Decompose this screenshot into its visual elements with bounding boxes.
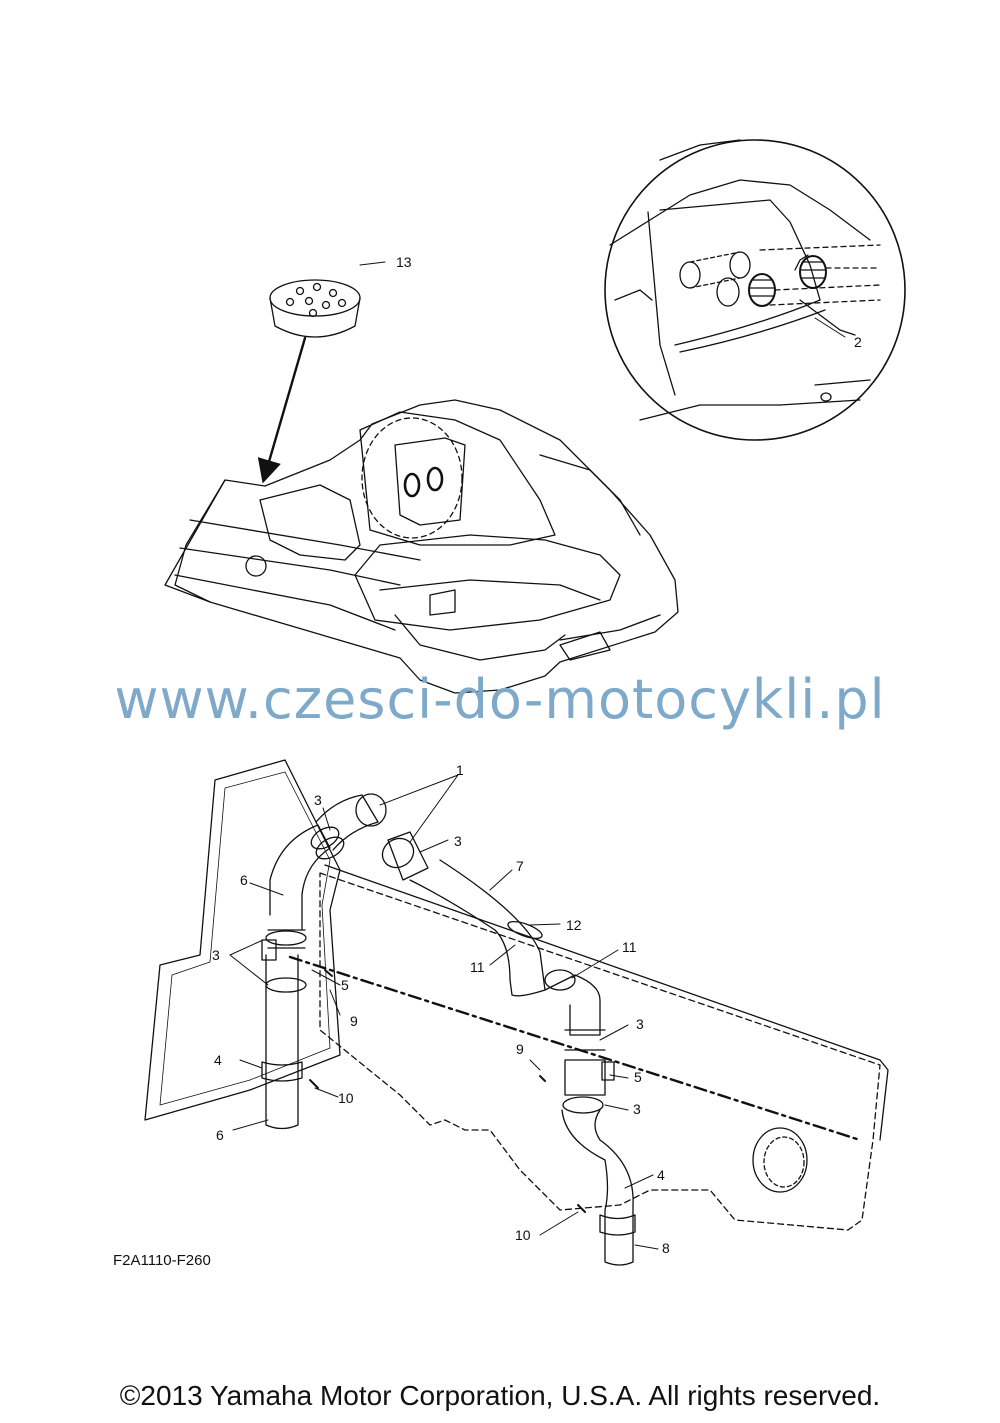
callout-10-right: 10 bbox=[515, 1227, 531, 1243]
callout-9-left: 9 bbox=[350, 1013, 358, 1029]
callout-11-left: 11 bbox=[470, 959, 485, 975]
diagram-code: F2A1110-F260 bbox=[113, 1252, 211, 1269]
bulkhead-panel bbox=[288, 864, 889, 1231]
vent-cap-13 bbox=[269, 279, 361, 338]
left-panel bbox=[144, 759, 341, 1121]
callout-3-top-right: 3 bbox=[454, 833, 462, 849]
callout-3-right-upper: 3 bbox=[636, 1016, 644, 1032]
detail-inset bbox=[604, 139, 906, 441]
copyright-notice: ©2013 Yamaha Motor Corporation, U.S.A. A… bbox=[119, 1380, 881, 1411]
left-hose-assembly bbox=[261, 793, 387, 1130]
right-hose-assembly bbox=[381, 831, 636, 1266]
callout-13: 13 bbox=[396, 254, 412, 270]
callout-2: 2 bbox=[854, 334, 862, 350]
callout-11-right: 11 bbox=[622, 939, 637, 955]
callout-6-upper: 6 bbox=[240, 872, 248, 888]
callout-12: 12 bbox=[566, 917, 582, 933]
callout-6-lower: 6 bbox=[216, 1127, 224, 1143]
callout-3-right-lower: 3 bbox=[633, 1101, 641, 1117]
callout-1: 1 bbox=[456, 762, 464, 778]
callout-7: 7 bbox=[516, 858, 524, 874]
callout-labels: 13 2 1 3 3 7 6 12 11 11 3 5 9 3 9 5 4 10… bbox=[212, 254, 862, 1256]
callout-3-left-clamps: 3 bbox=[212, 947, 220, 963]
callout-9-right: 9 bbox=[516, 1041, 524, 1057]
top-deck bbox=[164, 399, 679, 694]
leader-lines bbox=[229, 261, 846, 1250]
callout-5-left: 5 bbox=[341, 977, 349, 993]
assembly-arrow bbox=[257, 336, 307, 484]
callout-4-left: 4 bbox=[214, 1052, 222, 1068]
callout-4-right: 4 bbox=[657, 1167, 665, 1183]
callout-5-right: 5 bbox=[634, 1069, 642, 1085]
callout-10-left: 10 bbox=[338, 1090, 354, 1106]
callout-3-top-left: 3 bbox=[314, 792, 322, 808]
callout-8: 8 bbox=[662, 1240, 670, 1256]
